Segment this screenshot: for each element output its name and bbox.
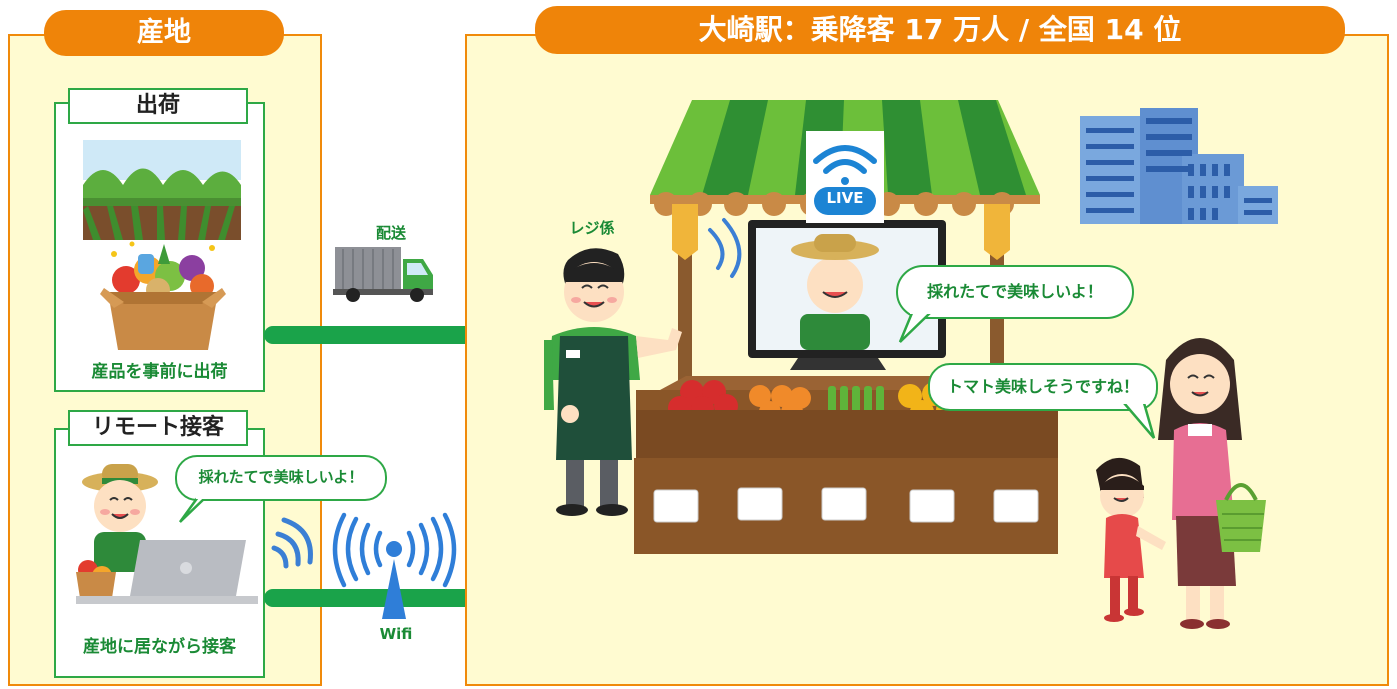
customer-bubble-tail	[1122, 399, 1156, 439]
live-badge-label: LIVE	[826, 189, 864, 207]
farm-landscape-image	[83, 140, 241, 240]
office-buildings-image	[1080, 108, 1278, 224]
remote-caption: 産地に居ながら接客	[83, 637, 236, 657]
tv-bubble-tail	[898, 309, 932, 343]
delivery-label: 配送	[375, 224, 406, 242]
live-broadcast-icon	[806, 131, 884, 223]
wifi-label: Wifi	[379, 625, 413, 643]
shipping-label: 出荷	[68, 88, 248, 124]
remote-speech-bubble: 採れたてで美味しいよ！	[175, 455, 387, 501]
customers-image	[1096, 338, 1266, 629]
wifi-waves-icon	[271, 517, 313, 569]
cashier-image	[544, 248, 682, 516]
customer-speech-bubble: トマト美味しそうですね！	[928, 363, 1158, 411]
station-panel-title: 大崎駅：乗降客 17 万人 / 全国 14 位	[535, 6, 1345, 54]
delivery-truck-icon	[333, 247, 433, 302]
remote-bubble-tail	[178, 494, 208, 523]
farmer-laptop-image	[76, 464, 258, 604]
produce-box-image	[100, 241, 226, 350]
cashier-label: レジ係	[569, 219, 615, 237]
source-panel-title: 産地	[44, 10, 284, 56]
remote-label: リモート接客	[68, 410, 248, 446]
wifi-antenna-icon	[332, 512, 457, 619]
shipping-caption: 産品を事前に出荷	[91, 362, 228, 382]
tv-speech-bubble: 採れたてで美味しいよ！	[896, 265, 1134, 319]
